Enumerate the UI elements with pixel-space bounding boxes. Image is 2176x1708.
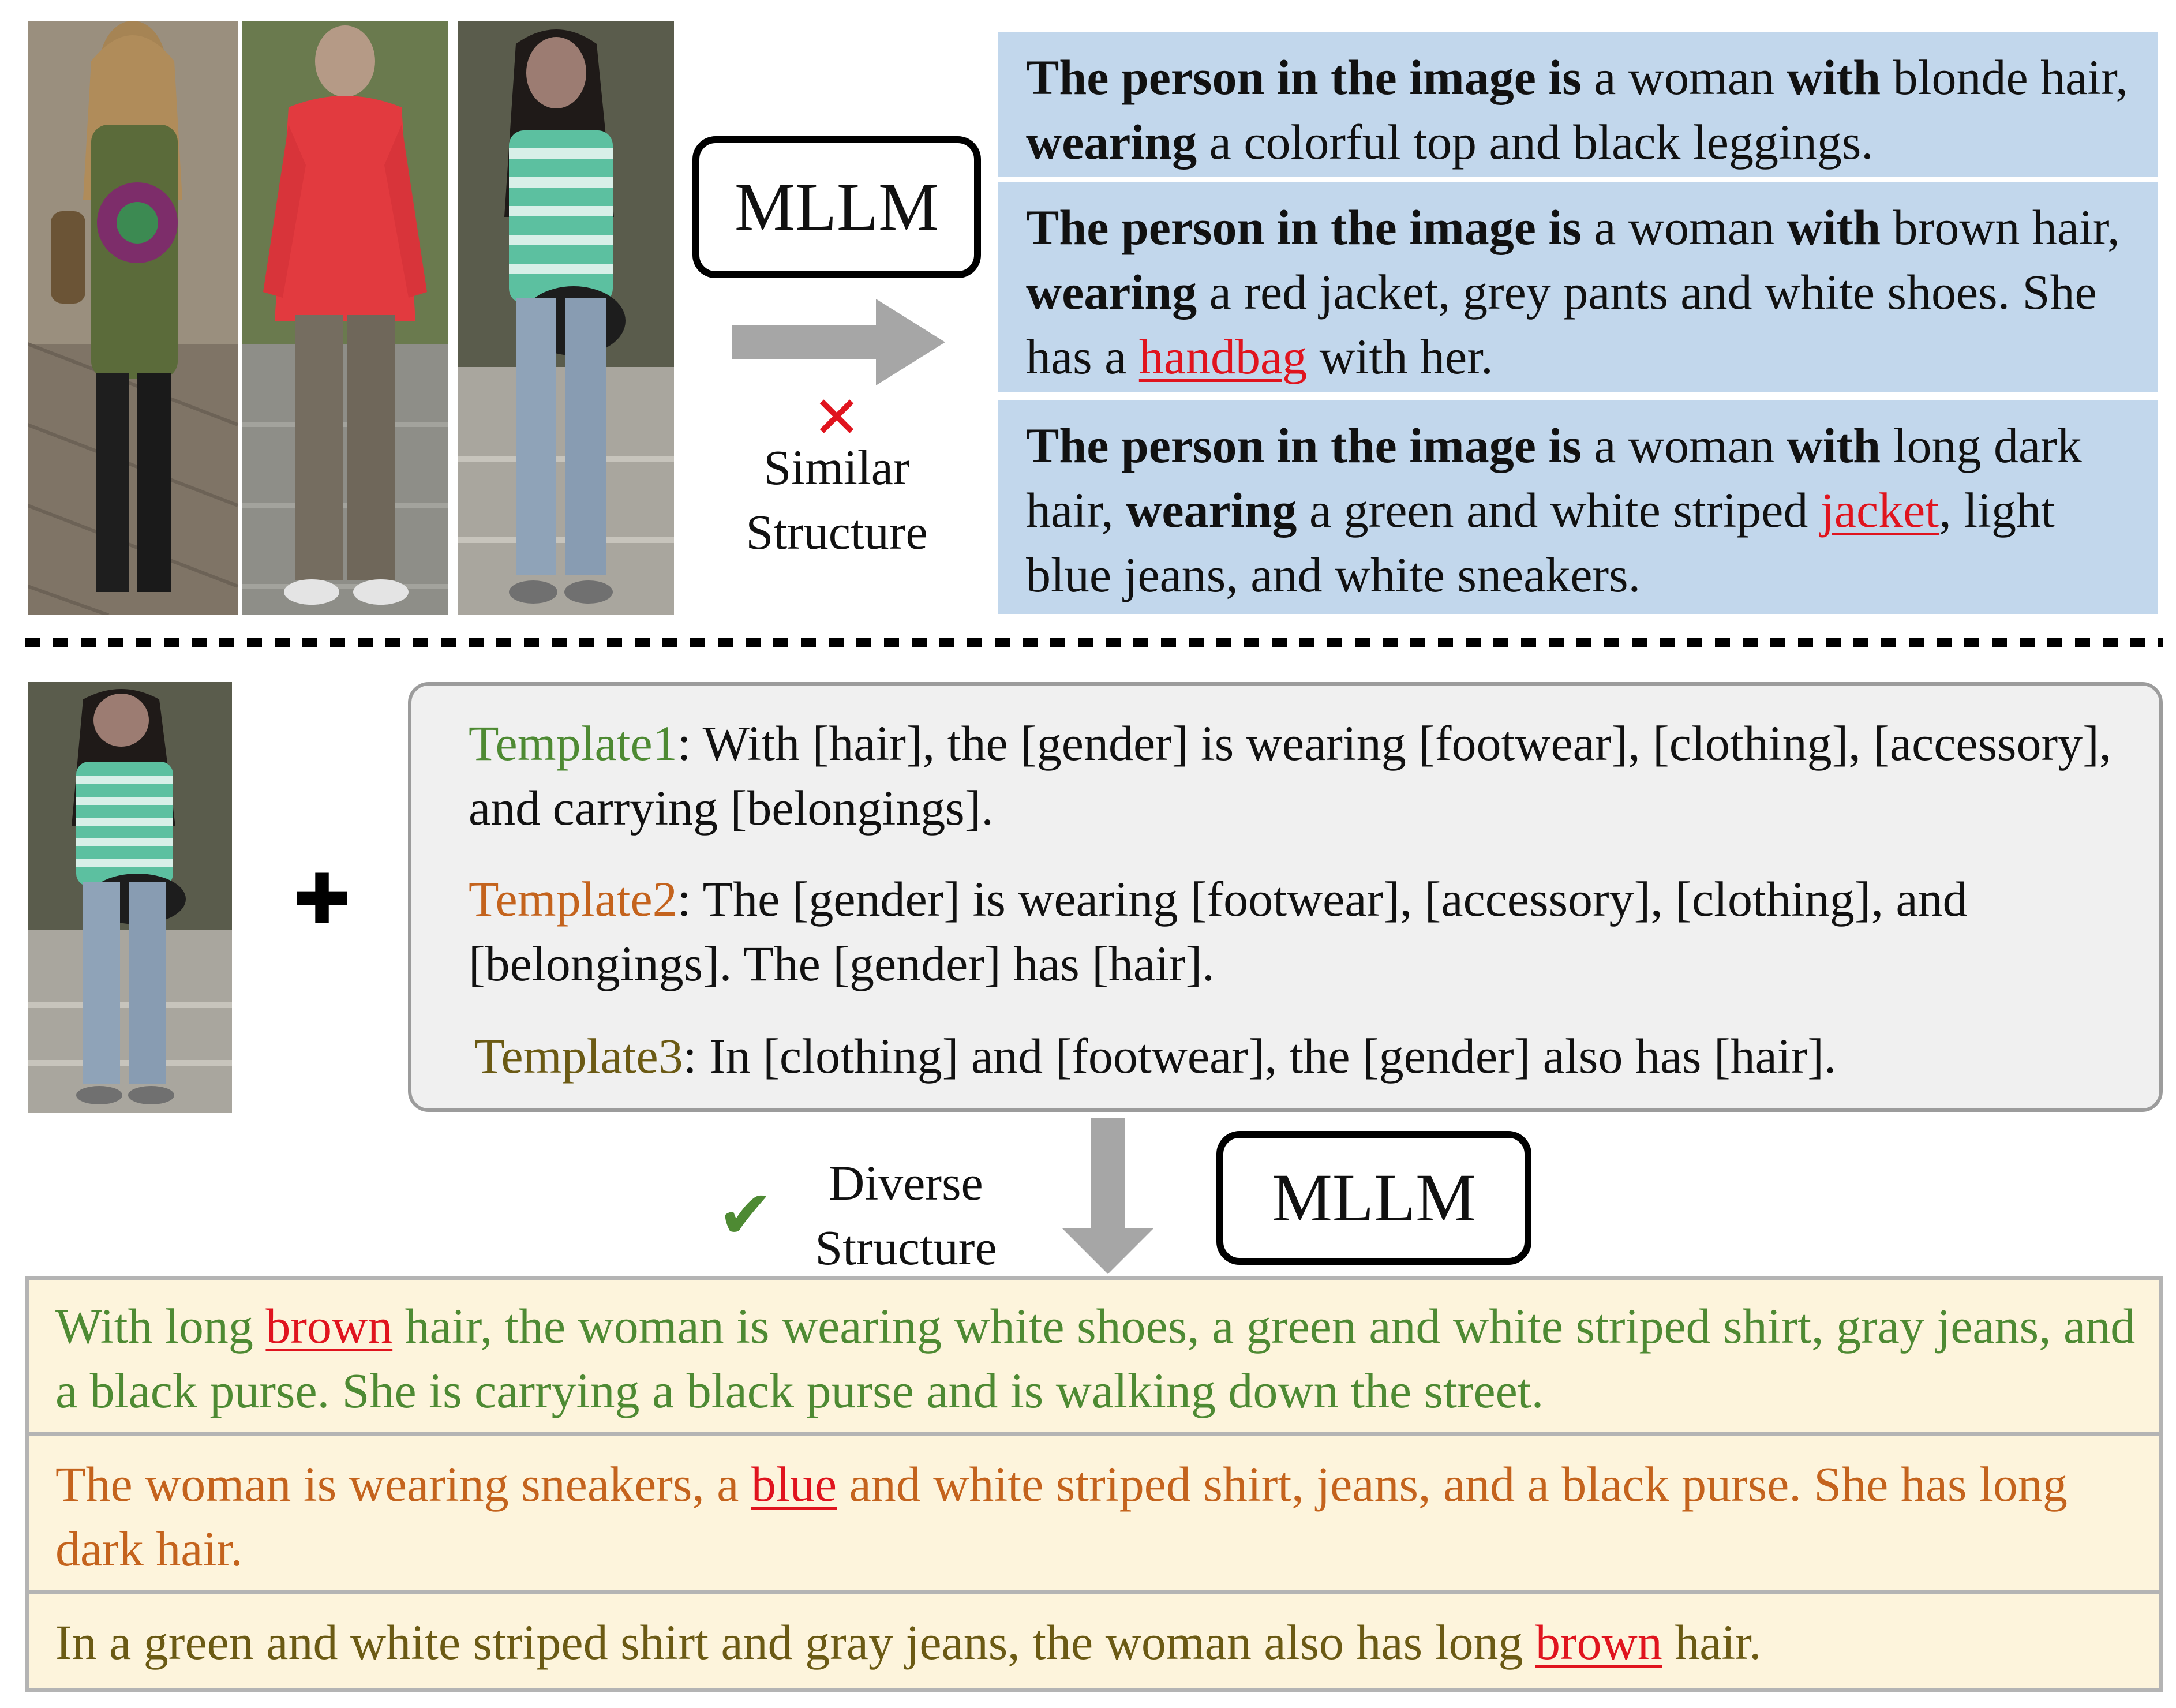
template-1-text: : With [hair], the [gender] is wearing [… — [469, 716, 2112, 836]
top-caption-3: The person in the image is a woman with … — [998, 400, 2158, 614]
dotted-divider — [25, 638, 2163, 647]
template-2: Template2: The [gender] is wearing [foot… — [469, 867, 2130, 996]
check-mark-icon: ✔ — [717, 1176, 774, 1254]
top-caption-3-segment: long dark hair, — [1026, 418, 2082, 538]
cross-mark-icon: ✕ — [812, 384, 861, 451]
top-caption-3-segment: a woman — [1581, 418, 1787, 473]
top-caption-3-segment: with — [1787, 418, 1881, 473]
bottom-caption-2-segment: and white striped shirt, jeans, and a bl… — [55, 1456, 2068, 1576]
top-caption-1-segment: with — [1787, 50, 1881, 105]
pedestrian-photo-striped-shirt-woman — [458, 21, 674, 615]
top-caption-1-segment: a woman — [1581, 50, 1787, 105]
right-arrow-icon — [732, 299, 945, 385]
bottom-caption-3: In a green and white striped shirt and g… — [55, 1610, 2144, 1675]
bottom-caption-2-segment: The woman is wearing sneakers, a — [55, 1456, 751, 1512]
top-caption-2: The person in the image is a woman with … — [998, 182, 2158, 392]
bottom-caption-1-segment-error: brown — [265, 1298, 393, 1354]
top-caption-1-segment: wearing — [1026, 114, 1197, 170]
template-2-text: : The [gender] is wearing [footwear], [a… — [469, 871, 1968, 991]
bottom-caption-3-segment-error: brown — [1535, 1615, 1662, 1670]
pedestrian-photo-query — [28, 682, 232, 1113]
bottom-caption-1-segment: hair, the woman is wearing white shoes, … — [55, 1298, 2136, 1418]
plus-icon: ✚ — [293, 860, 351, 940]
top-caption-2-segment: with — [1787, 200, 1881, 255]
top-caption-2-segment: wearing — [1026, 264, 1197, 320]
template-1: Template1: With [hair], the [gender] is … — [469, 711, 2119, 840]
mllm-label-bottom: MLLM — [1272, 1160, 1476, 1235]
top-caption-2-segment: a red jacket, grey pants and white shoes… — [1026, 264, 2097, 384]
top-caption-1-segment: a colorful top and black leggings. — [1197, 114, 1874, 170]
pedestrian-photo-red-jacket-woman — [242, 21, 448, 615]
template-2-name: Template2 — [469, 871, 677, 927]
bottom-caption-3-segment: In a green and white striped shirt and g… — [55, 1615, 1535, 1670]
top-caption-3-segment-error: jacket — [1820, 482, 1939, 538]
pedestrian-photo-blonde-woman — [28, 21, 238, 615]
bottom-divider-2 — [29, 1590, 2159, 1594]
top-caption-2-segment: brown hair, — [1881, 200, 2120, 255]
template-3-name: Template3 — [474, 1028, 683, 1084]
bottom-caption-3-segment: hair. — [1662, 1615, 1762, 1670]
template-panel — [408, 682, 2163, 1112]
mllm-box-bottom: MLLM — [1216, 1131, 1531, 1265]
template-1-name: Template1 — [469, 716, 677, 771]
top-caption-1-segment: The person in the image is — [1026, 50, 1582, 105]
top-caption-2-segment: with her. — [1307, 329, 1493, 384]
top-caption-2-segment: a woman — [1581, 200, 1787, 255]
bottom-caption-1: With long brown hair, the woman is weari… — [55, 1294, 2144, 1423]
mllm-box-top: MLLM — [692, 136, 981, 278]
template-3-text: : In [clothing] and [footwear], the [gen… — [683, 1028, 1837, 1084]
top-caption-3-segment: wearing — [1126, 482, 1297, 538]
top-caption-1-segment: blonde hair, — [1881, 50, 2128, 105]
similar-structure-label-line2: Structure — [746, 504, 928, 560]
bottom-caption-2-segment-error: blue — [751, 1456, 837, 1512]
diverse-structure-label-line1: Diverse — [829, 1155, 983, 1211]
similar-structure-label-line1: Similar — [763, 440, 910, 495]
bottom-caption-2: The woman is wearing sneakers, a blue an… — [55, 1452, 2144, 1581]
top-caption-2-segment: The person in the image is — [1026, 200, 1582, 255]
top-caption-2-segment-error: handbag — [1138, 329, 1308, 384]
template-3: Template3: In [clothing] and [footwear],… — [474, 1024, 2136, 1088]
top-caption-3-segment: The person in the image is — [1026, 418, 1582, 473]
bottom-divider-1 — [29, 1432, 2159, 1436]
down-arrow-icon — [1062, 1118, 1154, 1274]
top-caption-3-segment: a green and white striped — [1297, 482, 1821, 538]
mllm-label-top: MLLM — [735, 169, 939, 245]
bottom-caption-panel — [25, 1276, 2163, 1692]
top-caption-3-segment: , light blue jeans, and white sneakers. — [1026, 482, 2055, 602]
bottom-caption-1-segment: With long — [55, 1298, 266, 1354]
top-caption-1: The person in the image is a woman with … — [998, 32, 2158, 177]
diverse-structure-label-line2: Structure — [815, 1220, 997, 1275]
